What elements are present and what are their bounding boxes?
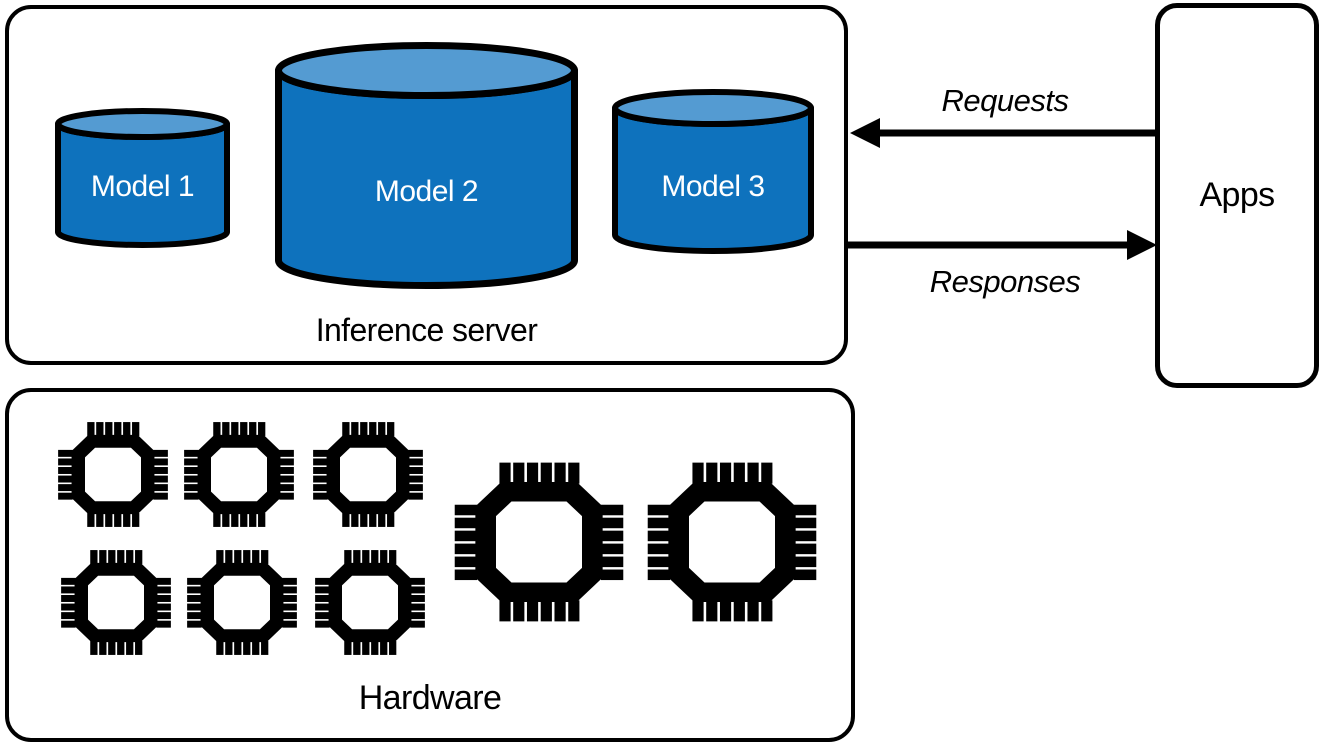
microchip-icon [61,550,171,655]
responses-arrow [848,230,1157,260]
apps-box: Apps [1155,3,1319,388]
responses-label: Responses [929,264,1081,299]
model-1-cylinder-icon: Model 1 [55,108,230,248]
microchip-icon [58,422,168,527]
model-2-label: Model 2 [375,175,478,208]
microchip-icon [184,422,294,527]
model-3-cylinder-icon: Model 3 [612,89,814,254]
requests-label: Requests [941,83,1069,118]
microchip-icon [187,550,297,655]
requests-arrow [850,118,1157,148]
model-3-label: Model 3 [661,170,764,203]
model-1-label: Model 1 [91,170,194,203]
microchip-icon [313,422,423,527]
microchip-icon [315,550,425,655]
inference-server-label: Inference server [315,312,538,348]
connection-arrows [848,118,1157,260]
hardware-label: Hardware [358,679,502,717]
apps-label: Apps [1199,176,1275,214]
microchip-icon [647,462,817,622]
model-2-cylinder-icon: Model 2 [275,42,578,289]
microchip-icon [454,462,624,622]
